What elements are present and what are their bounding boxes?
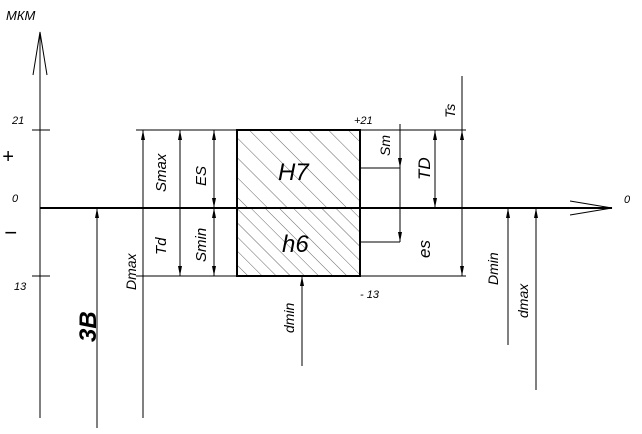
td-label: Td <box>153 237 170 255</box>
ts-label: Ts <box>442 104 458 118</box>
fit-type-label: 3B <box>75 311 102 342</box>
es-hole-label: ES <box>193 166 210 186</box>
shaft-field-rect <box>236 207 361 277</box>
dimension-lines <box>95 76 538 428</box>
dmax-big-label: Dmax <box>123 252 139 290</box>
hole-field-rect <box>236 129 361 209</box>
upper-deviation-label: +21 <box>354 115 373 127</box>
es-shaft-label: es <box>415 240 434 258</box>
shaft-field-label: h6 <box>282 231 309 258</box>
dmin-small-label: dmin <box>281 302 297 333</box>
hole-field-label: H7 <box>278 159 310 186</box>
dmax-small-label: dmax <box>515 283 531 318</box>
smax-label: Smax <box>153 153 170 192</box>
tick-13-label: 13 <box>14 281 27 293</box>
minus-sign: − <box>4 220 17 245</box>
smin-label: Smin <box>193 228 210 262</box>
lower-deviation-label: - 13 <box>360 289 380 301</box>
plus-sign: + <box>2 146 14 168</box>
sm-label: Sm <box>377 135 393 156</box>
unit-label: МКМ <box>6 8 35 23</box>
tick-21-label: 21 <box>11 115 24 127</box>
td-hole-label: TD <box>415 157 434 180</box>
dmin-big-label: Dmin <box>485 252 501 285</box>
zero-right-label: 0 <box>624 194 631 206</box>
zero-line-arrow <box>569 200 613 216</box>
tick-0-label: 0 <box>12 193 19 205</box>
